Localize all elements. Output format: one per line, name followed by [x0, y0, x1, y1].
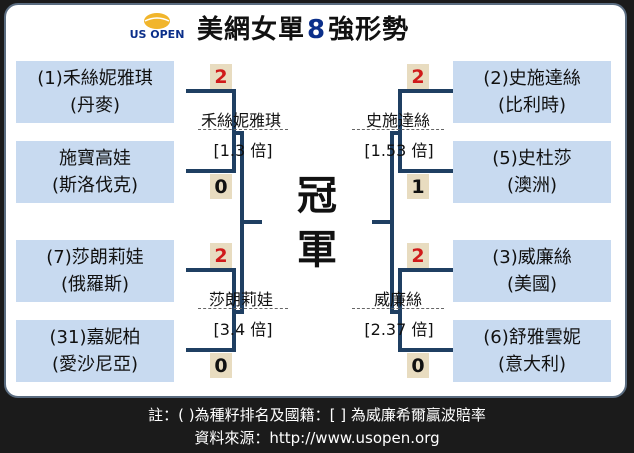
dashed-divider: [352, 129, 444, 130]
logo-ball-shape: [144, 13, 170, 29]
bracket-line: [372, 220, 394, 224]
player-name: (3)威廉絲: [492, 247, 572, 268]
bracket-line: [186, 268, 236, 272]
dashed-divider: [198, 129, 288, 130]
bracket-line: [240, 220, 262, 224]
footer-source: 資料來源：http://www.usopen.org: [194, 429, 440, 447]
champion-char-2: 軍: [297, 226, 337, 273]
player-name: (6)舒雅雲妮: [483, 327, 581, 348]
champion-char-1: 冠: [297, 172, 337, 219]
title-number: 8: [307, 15, 327, 45]
title-suffix: 強形勢: [328, 15, 410, 45]
bracket-line: [186, 348, 236, 352]
player-country: (愛沙尼亞): [51, 354, 139, 375]
bracket-line: [232, 310, 242, 314]
player-name: 施寶高娃: [59, 148, 131, 169]
player-country: (澳洲): [506, 175, 558, 196]
bracket-line: [398, 268, 453, 272]
bracket-line: [232, 131, 242, 135]
bracket-line: [390, 310, 402, 314]
footer-note: 註：( )為種籽排名及國籍：[ ] 為威廉希爾贏波賠率: [148, 406, 486, 424]
player-country: (美國): [506, 274, 558, 295]
title-prefix: 美網女單: [197, 15, 306, 45]
player-box-p7: (3)威廉絲 (美國): [453, 240, 611, 302]
player-name: (5)史杜莎: [492, 148, 572, 169]
bracket-line: [390, 131, 402, 135]
player-name: (1)禾絲妮雅琪: [37, 68, 153, 89]
odds-left-top: [1.3 倍]: [213, 141, 273, 160]
player-box-p1: (1)禾絲妮雅琪 (丹麥): [16, 61, 174, 123]
player-country: (丹麥): [69, 95, 121, 116]
score-p1: 2: [210, 64, 232, 89]
odds-left-bottom: [3.4 倍]: [213, 320, 273, 339]
page-title: 美網女單8強形勢: [197, 9, 409, 46]
player-box-p6: (5)史杜莎 (澳洲): [453, 141, 611, 203]
player-box-p4: (31)嘉妮柏 (愛沙尼亞): [16, 320, 174, 382]
player-box-p5: (2)史施達絲 (比利時): [453, 61, 611, 123]
player-country: (比利時): [497, 95, 567, 116]
score-p5: 2: [407, 64, 429, 89]
dashed-divider: [198, 308, 288, 309]
logo-text: US OPEN: [130, 28, 185, 41]
odds-right-top: [1.53 倍]: [364, 141, 434, 160]
player-name: (7)莎朗莉娃: [46, 247, 144, 268]
bracket-line: [186, 89, 236, 93]
dashed-divider: [352, 308, 444, 309]
player-country: (俄羅斯): [60, 274, 130, 295]
player-box-p3: (7)莎朗莉娃 (俄羅斯): [16, 240, 174, 302]
score-p2: 0: [210, 174, 232, 199]
us-open-logo: US OPEN: [130, 13, 185, 41]
player-box-p2: 施寶高娃 (斯洛伐克): [16, 141, 174, 203]
player-name: (2)史施達絲: [483, 68, 581, 89]
player-country: (斯洛伐克): [51, 175, 139, 196]
semifinalist-right-bottom: 威廉絲: [373, 290, 422, 309]
score-p7: 2: [407, 243, 429, 268]
score-p3: 2: [210, 243, 232, 268]
bracket-line: [398, 348, 453, 352]
player-name: (31)嘉妮柏: [49, 327, 141, 348]
odds-right-bottom: [2.37 倍]: [364, 320, 434, 339]
bracket-line: [398, 89, 453, 93]
bracket-line: [398, 169, 453, 173]
player-country: (意大利): [497, 354, 567, 375]
score-p4: 0: [210, 353, 232, 378]
bracket-line: [186, 169, 236, 173]
semifinalist-left-bottom: 莎朗莉娃: [208, 290, 273, 309]
score-p6: 1: [407, 174, 429, 199]
semifinalist-right-top: 史施達絲: [365, 111, 430, 130]
semifinalist-left-top: 禾絲妮雅琪: [200, 111, 281, 130]
score-p8: 0: [407, 353, 429, 378]
player-box-p8: (6)舒雅雲妮 (意大利): [453, 320, 611, 382]
